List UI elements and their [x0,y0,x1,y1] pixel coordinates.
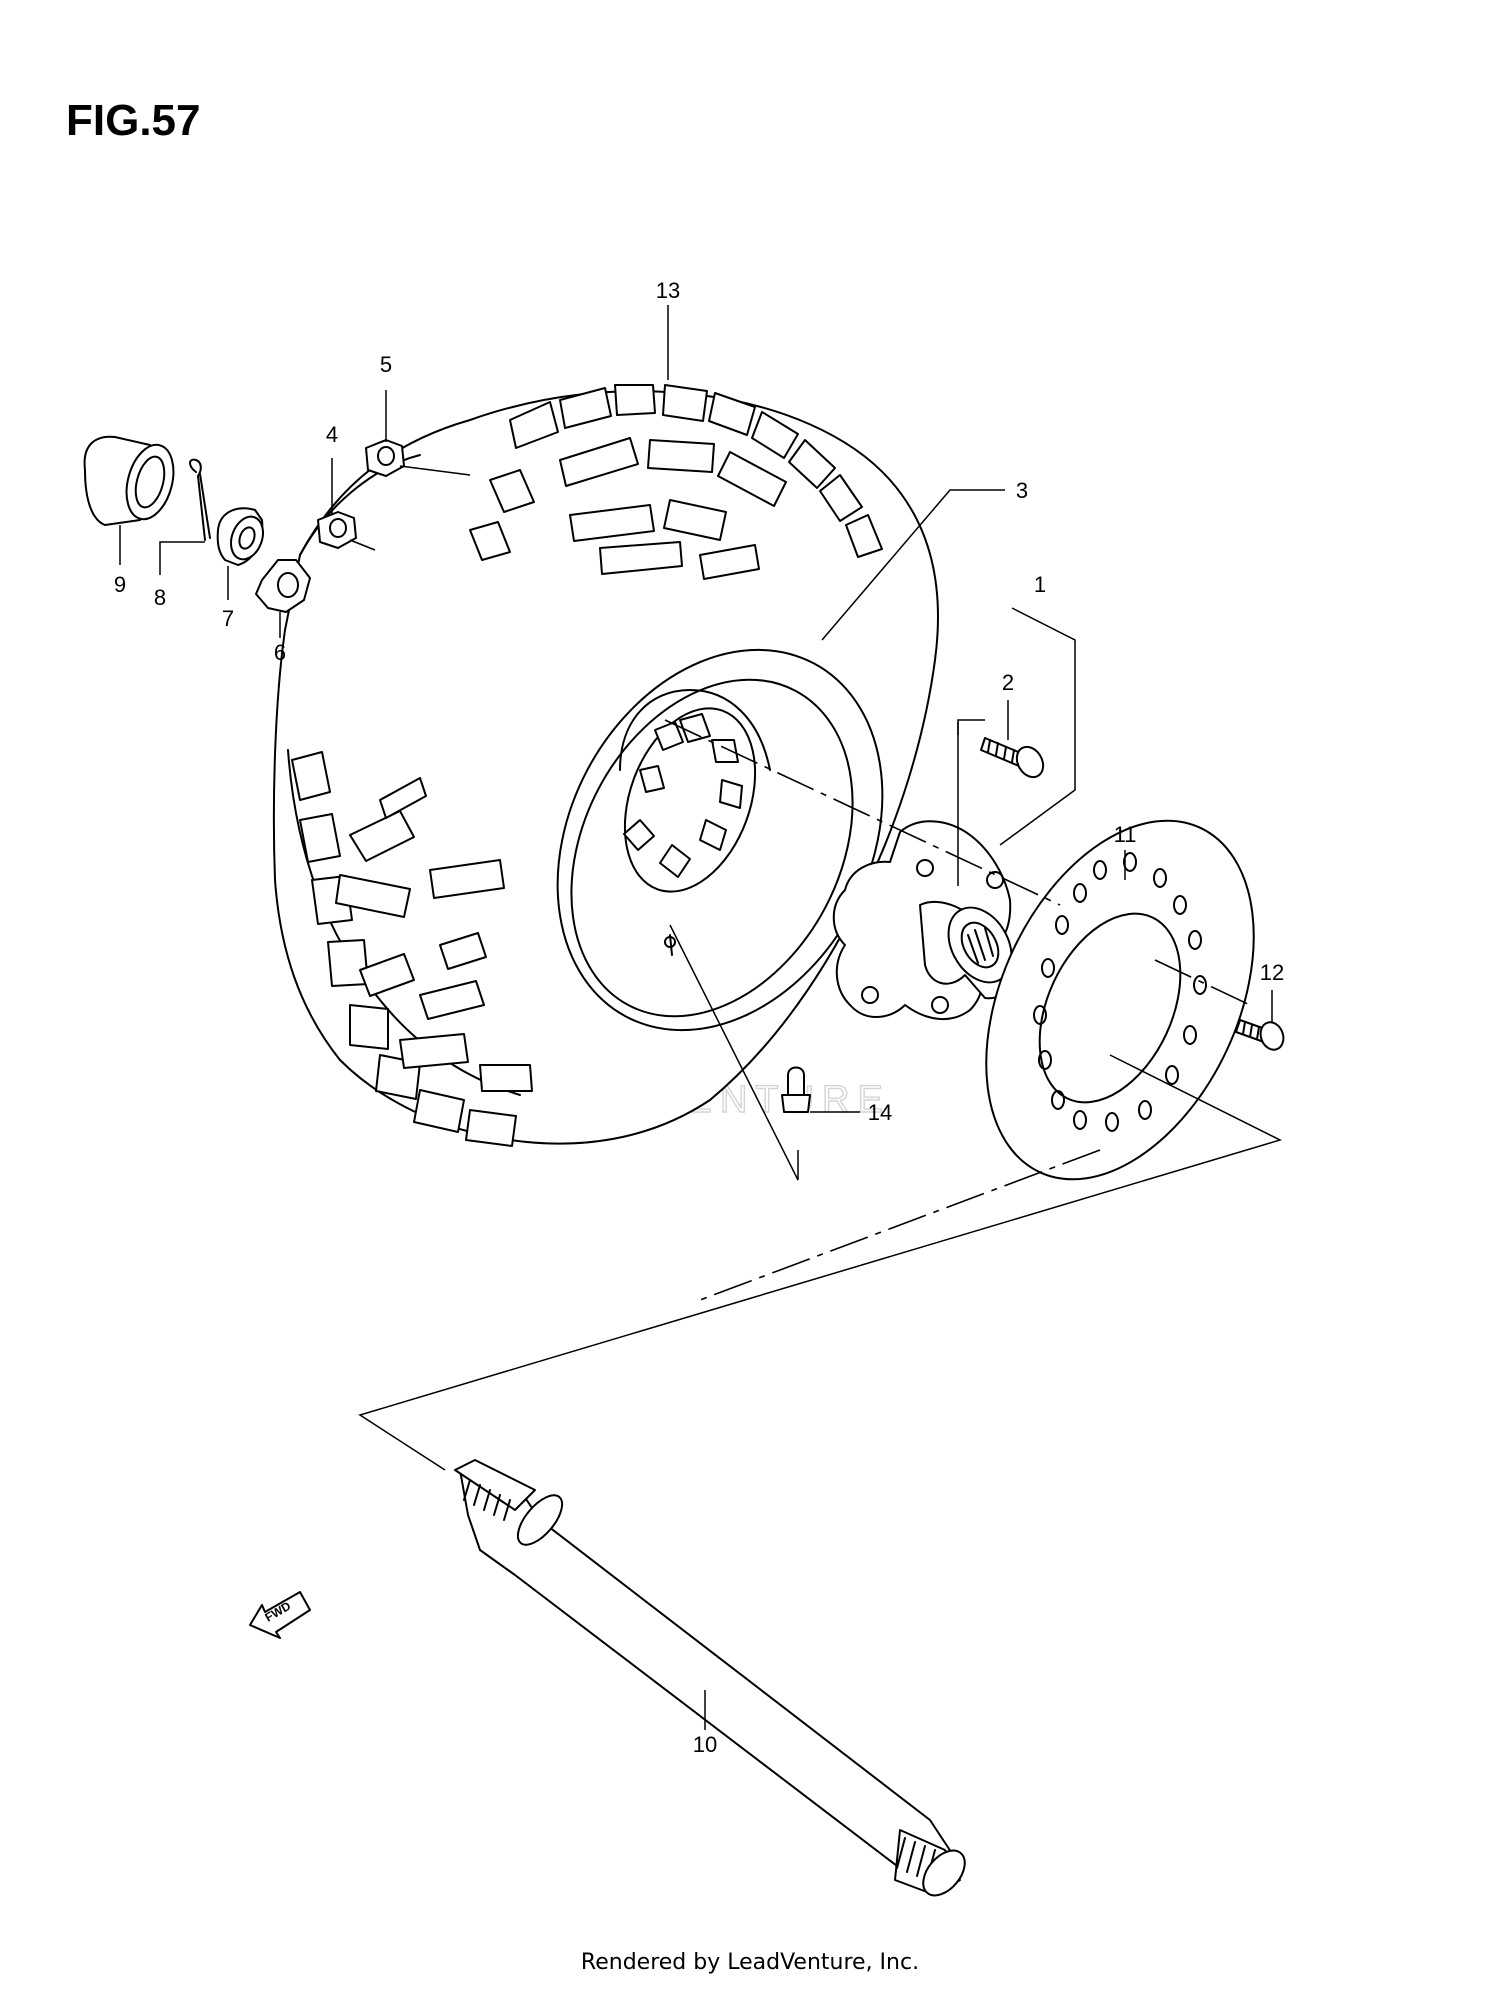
callout-7: 7 [222,606,234,631]
tire-tread [469,384,883,580]
tire-valve [781,1066,811,1113]
cotter-pin [189,458,211,541]
forward-direction-arrow: FWD [249,1591,311,1639]
axle-shaft [454,1459,966,1897]
wheel-rim [556,648,884,1032]
callout-13: 13 [656,278,680,303]
disc-holes [1033,852,1207,1132]
callout-5: 5 [380,352,392,377]
callout-numbers: 13 5 4 9 8 7 6 3 1 2 11 12 14 10 [114,278,1284,1757]
lock-washer [255,559,311,613]
footer-credit: Rendered by LeadVenture, Inc. [580,1950,920,1975]
hub-bolt [980,737,1045,779]
callout-12: 12 [1260,960,1284,985]
callout-11: 11 [1114,822,1137,847]
rim-spokes [623,713,743,878]
callout-4: 4 [326,422,338,447]
figure-title: FIG.57 [66,96,201,145]
wheel-hub [832,820,1013,1021]
castle-nut [216,507,264,566]
disc-bolt [1235,1019,1285,1051]
brake-disc [985,819,1255,1181]
callout-8: 8 [154,585,166,610]
callout-2: 2 [1002,670,1014,695]
callout-10: 10 [693,1732,717,1757]
callout-3: 3 [1016,478,1028,503]
tire-tread-side [291,751,533,1147]
leader-lines [119,305,1283,1730]
callout-6: 6 [274,640,286,665]
hub-cap [83,435,175,526]
callout-1: 1 [1034,572,1046,597]
callout-14: 14 [868,1100,892,1125]
callout-9: 9 [114,572,126,597]
wheel-nut-a [317,511,357,549]
